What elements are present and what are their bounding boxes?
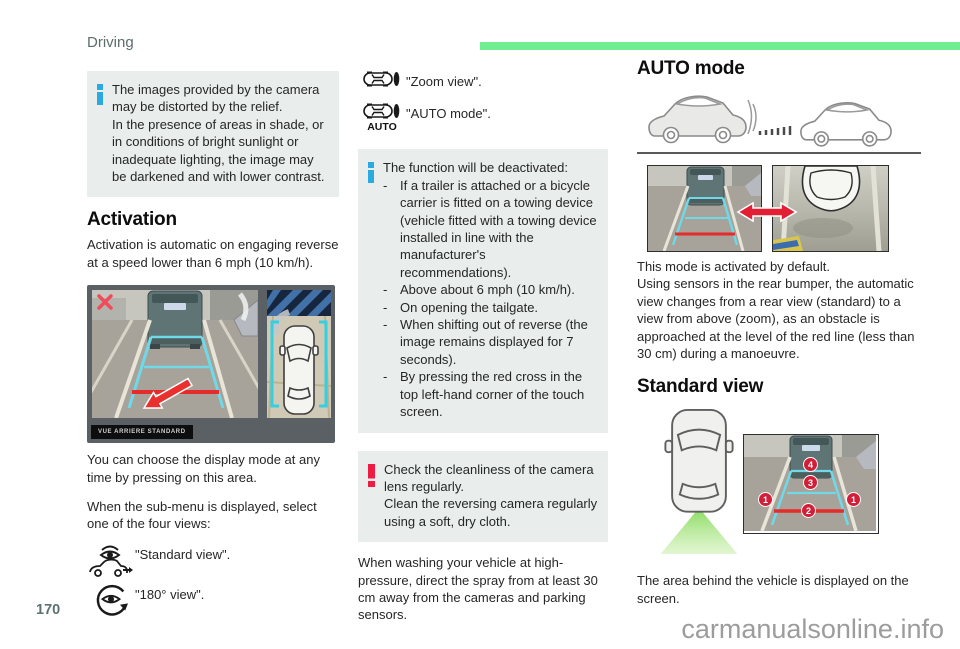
deactivation-item: On opening the tailgate. — [383, 299, 598, 316]
standard-view-title: Standard view — [637, 376, 764, 398]
zoom-view-icon — [358, 70, 406, 88]
camera-panels — [87, 285, 335, 428]
rear-view-screenshot — [647, 165, 762, 252]
activation-title: Activation — [87, 209, 177, 231]
deactivation-item: If a trailer is attached or a bicycle ca… — [383, 177, 598, 281]
display-mode-paragraph: You can choose the display mode at any t… — [87, 452, 320, 485]
info-line: In the presence of areas in shade, or in… — [112, 116, 325, 185]
deactivation-item: When shifting out of reverse (the image … — [383, 316, 598, 368]
left-column: The images provided by the camera may be… — [87, 71, 339, 619]
info-line: The images provided by the camera may be… — [112, 82, 320, 115]
info-icon — [368, 162, 374, 184]
auto-mode-icon: AUTO — [358, 102, 406, 133]
annotated-camera-view: 4 3 1 1 2 — [743, 434, 879, 535]
warning-text: Check the cleanliness of the camera lens… — [384, 461, 598, 531]
marker-badge-4: 4 — [803, 457, 818, 473]
reversing-cars-illustration — [637, 90, 921, 154]
info-box-text: The images provided by the camera may be… — [112, 81, 329, 185]
standard-view-illustration: 4 3 1 1 2 — [637, 408, 922, 560]
touchscreen-illustration: VUE ARRIERE STANDARD — [87, 285, 335, 444]
warning-icon — [368, 463, 375, 487]
view-option-auto: AUTO "AUTO mode". — [358, 102, 608, 133]
submenu-paragraph: When the sub-menu is displayed, select o… — [87, 499, 317, 532]
view-option-standard: "Standard view". — [87, 543, 339, 579]
info-box-camera-distortion: The images provided by the camera may be… — [87, 71, 339, 198]
top-view-panel-image — [266, 290, 332, 423]
middle-column: "Zoom view". AUTO "AUTO mode". — [358, 70, 608, 624]
red-arrow — [142, 377, 194, 409]
warning-line: Clean the reversing camera regularly usi… — [384, 496, 598, 529]
close-x-icon — [97, 294, 113, 310]
auto-icon-caption: AUTO — [367, 121, 397, 134]
rear-camera-view-image — [88, 290, 262, 423]
marker-badge-2: 2 — [801, 503, 816, 519]
deactivation-text: The function will be deactivated: If a t… — [383, 159, 598, 420]
marker-badge-1-right: 1 — [846, 492, 861, 508]
warning-line: Check the cleanliness of the camera lens… — [384, 461, 594, 494]
breadcrumb-section: Driving — [87, 34, 134, 51]
marker-badge-3: 3 — [803, 475, 818, 491]
swap-arrow-icon — [736, 201, 798, 223]
page-number: 170 — [36, 602, 61, 618]
sensor-dashes — [758, 126, 792, 135]
area-behind-paragraph: The area behind the vehicle is displayed… — [637, 573, 909, 606]
watermark-text: carmanualsonline.info — [681, 614, 944, 644]
180-view-icon — [87, 583, 135, 619]
right-column: AUTO mode — [637, 58, 922, 607]
auto-mode-paragraph: This mode is activated by default. Using… — [637, 259, 915, 362]
view-option-zoom: "Zoom view". — [358, 70, 608, 90]
standard-view-icon — [87, 543, 135, 579]
auto-mode-screens — [637, 165, 922, 252]
accent-bar — [480, 42, 960, 50]
info-icon — [97, 84, 103, 105]
info-box-deactivation: The function will be deactivated: If a t… — [358, 149, 608, 433]
view-option-180: "180° view". — [87, 583, 339, 619]
deactivation-item: Above about 6 mph (10 km/h). — [383, 281, 598, 298]
view-option-label: "Standard view". — [135, 546, 231, 562]
auto-mode-title: AUTO mode — [637, 58, 745, 79]
warning-box-cleanliness: Check the cleanliness of the camera lens… — [358, 450, 608, 543]
top-down-car-with-camera-cone — [651, 408, 747, 555]
washing-paragraph: When washing your vehicle at high-pressu… — [358, 555, 598, 623]
view-option-label: "Zoom view". — [406, 74, 482, 89]
deactivation-intro: The function will be deactivated: — [383, 160, 568, 176]
camera-mode-label: VUE ARRIERE STANDARD — [91, 425, 193, 440]
marker-badge-1-left: 1 — [758, 492, 773, 508]
activation-intro: Activation is automatic on engaging reve… — [87, 237, 339, 270]
view-option-label: "180° view". — [135, 586, 205, 602]
view-option-label: "AUTO mode". — [406, 106, 491, 122]
deactivation-item: By pressing the red cross in the top lef… — [383, 368, 598, 420]
